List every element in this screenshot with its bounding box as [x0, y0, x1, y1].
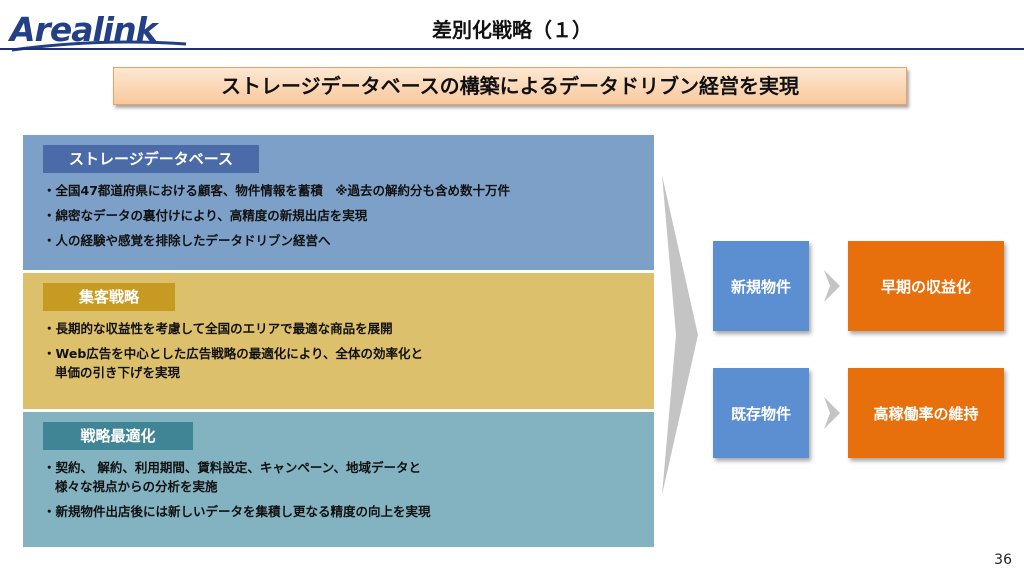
arrow-right-icon: [824, 397, 840, 429]
panel-tag: 集客戦略: [43, 283, 175, 311]
early-profit-box: 早期の収益化: [848, 241, 1004, 331]
chevron-right-icon: [662, 175, 698, 495]
arrow-right-icon: [824, 270, 840, 302]
bullet-item: ・Web広告を中心とした広告戦略の最適化により、全体の効率化と単価の引き下げを実…: [43, 346, 424, 380]
existing-property-box: 既存物件: [713, 368, 809, 458]
panel-strategy-optimization: 戦略最適化 ・契約、 解約、利用期間、賃料設定、キャンペーン、地域データと様々な…: [23, 412, 654, 547]
bullet-item: ・人の経験や感覚を排除したデータドリブン経営へ: [43, 233, 331, 248]
headline-banner: ストレージデータベースの構築によるデータドリブン経営を実現: [113, 67, 907, 105]
slide-title: 差別化戦略（１）: [432, 18, 592, 42]
bullet-item: ・綿密なデータの裏付けにより、高精度の新規出店を実現: [43, 208, 368, 223]
high-occupancy-box: 高稼働率の維持: [848, 368, 1004, 458]
panel-storage-database: ストレージデータベース ・全国47都道府県における顧客、物件情報を蓄積 ※過去の…: [23, 135, 654, 270]
bullet-list: ・全国47都道府県における顧客、物件情報を蓄積 ※過去の解約分も含め数十万件 ・…: [43, 181, 644, 256]
panel-marketing-strategy: 集客戦略 ・長期的な収益性を考慮して全国のエリアで最適な商品を展開 ・Web広告…: [23, 273, 654, 409]
header-divider: [0, 48, 1024, 50]
bullet-item: ・全国47都道府県における顧客、物件情報を蓄積 ※過去の解約分も含め数十万件: [43, 183, 511, 198]
bullet-list: ・契約、 解約、利用期間、賃料設定、キャンペーン、地域データと様々な視点からの分…: [43, 458, 644, 527]
arealink-logo: Arealink: [10, 12, 190, 52]
page-number: 36: [994, 552, 1012, 568]
bullet-item: ・新規物件出店後には新しいデータを集積し更なる精度の向上を実現: [43, 504, 431, 519]
logo-swoosh-icon: [11, 40, 187, 52]
panel-tag: 戦略最適化: [43, 422, 193, 450]
bullet-item: ・長期的な収益性を考慮して全国のエリアで最適な商品を展開: [43, 321, 393, 336]
bullet-item: ・契約、 解約、利用期間、賃料設定、キャンペーン、地域データと様々な視点からの分…: [43, 460, 421, 494]
new-property-box: 新規物件: [713, 241, 809, 331]
panel-tag: ストレージデータベース: [43, 145, 259, 173]
bullet-list: ・長期的な収益性を考慮して全国のエリアで最適な商品を展開 ・Web広告を中心とし…: [43, 319, 644, 388]
